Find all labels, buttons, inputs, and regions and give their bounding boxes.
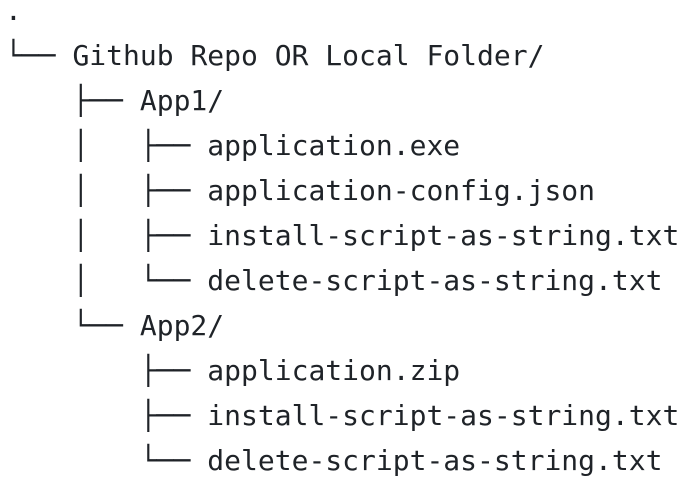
tree-item-label-install-script-txt-2: install-script-as-string.txt <box>207 399 680 432</box>
tree-branch-glyph: └── <box>5 39 73 72</box>
tree-item-label-repo-folder: Github Repo OR Local Folder/ <box>72 39 545 72</box>
tree-item-label-app2: App2/ <box>139 309 225 342</box>
tree-line-app1-exe: │ ├── application.exe <box>5 123 690 168</box>
tree-line-app2: └── App2/ <box>5 303 690 348</box>
tree-line-app1-config: │ ├── application-config.json <box>5 168 690 213</box>
tree-line-app2-install: ├── install-script-as-string.txt <box>5 393 690 438</box>
tree-item-label-app1: App1/ <box>139 84 225 117</box>
tree-branch-glyph: ├── <box>5 354 208 387</box>
tree-branch-glyph: ├── <box>5 84 140 117</box>
tree-line-app1-delete: │ └── delete-script-as-string.txt <box>5 258 690 303</box>
tree-line-app1-install: │ ├── install-script-as-string.txt <box>5 213 690 258</box>
tree-line-app2-delete: └── delete-script-as-string.txt <box>5 438 690 483</box>
tree-branch-glyph: │ ├── <box>5 219 208 252</box>
tree-line-root: . <box>5 0 690 33</box>
tree-item-label-delete-script-txt-2: delete-script-as-string.txt <box>207 444 663 477</box>
tree-line-folder: └── Github Repo OR Local Folder/ <box>5 33 690 78</box>
tree-line-app1: ├── App1/ <box>5 78 690 123</box>
tree-item-label-install-script-txt: install-script-as-string.txt <box>207 219 680 252</box>
tree-line-app2-zip: ├── application.zip <box>5 348 690 393</box>
tree-branch-glyph: │ └── <box>5 264 208 297</box>
tree-branch-glyph: │ ├── <box>5 129 208 162</box>
tree-item-label-application-config-json: application-config.json <box>207 174 596 207</box>
tree-item-label-root: . <box>5 0 22 27</box>
tree-branch-glyph: │ ├── <box>5 174 208 207</box>
tree-branch-glyph: ├── <box>5 399 208 432</box>
tree-item-label-application-exe: application.exe <box>207 129 461 162</box>
tree-item-label-application-zip: application.zip <box>207 354 461 387</box>
tree-branch-glyph: └── <box>5 309 140 342</box>
tree-item-label-delete-script-txt: delete-script-as-string.txt <box>207 264 663 297</box>
tree-branch-glyph: └── <box>5 444 208 477</box>
